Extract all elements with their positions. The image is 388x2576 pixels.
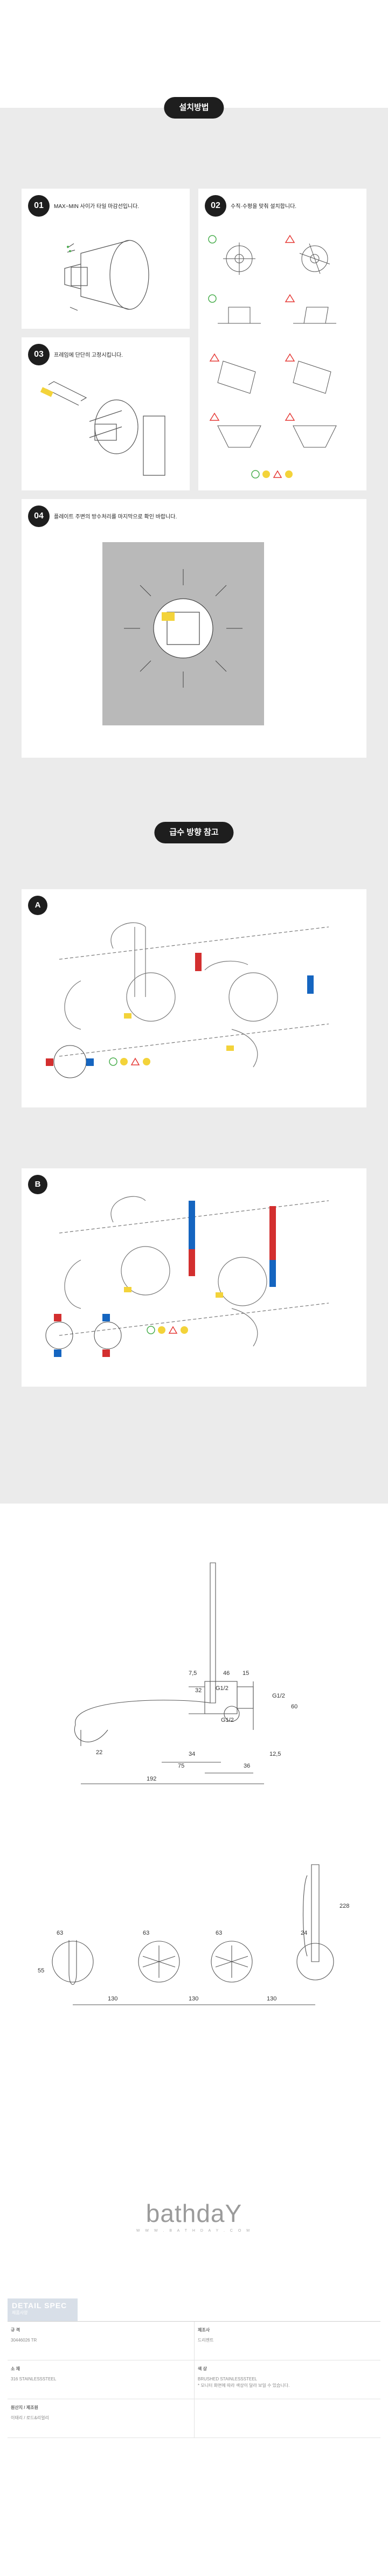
dim-label: 130 [189,1996,198,2002]
dim-label: 34 [189,1751,195,1757]
install-section: 설치방법 01 MAX~MIN 사이가 타일 마감선입니다. 02 수직·수평을… [0,97,388,781]
diagram-b-card: B [22,1168,366,1387]
valve-illustration [64,240,149,311]
water-section: 급수 방향 참고 A [0,781,388,1504]
dim-label: 63 [216,1930,222,1936]
spec-row: 규 격 30446026 TR 제조사 드리젠트 [8,2322,380,2360]
dim-label: G1/2 [216,1685,228,1692]
dim-label: 130 [267,1996,276,2002]
pipe-diagram-a [46,922,329,1078]
step-text: 프레임에 단단히 고정시킵니다. [54,352,123,358]
dim-label: 55 [38,1968,44,1974]
dim-label: 63 [57,1930,63,1936]
spec-value: BRUSHED STAINLESSSTEEL * 모니터 화면에 따라 색상이 … [198,2377,290,2388]
dim-label: 130 [108,1996,117,2002]
step-04-card: 04 플레이트 주변의 방수처리를 마지막으로 확인 바랍니다. [22,499,366,758]
spec-title: DETAIL SPEC [12,2301,67,2310]
dim-label: 46 [223,1670,230,1677]
step-text: 수직·수평을 맞춰 설치합니다. [231,204,297,210]
step-02-card: 02 수직·수평을 맞춰 설치합니다. [198,189,366,490]
side-view-drawing: 7,5 46 15 32 G1/2 G1/2 60 22 G1/2 34 12,… [74,1562,297,1784]
level-illustrations [208,234,337,479]
dim-label: 228 [340,1903,349,1909]
dim-label: G1/2 [221,1717,234,1723]
spec-value: 드리젠트 [198,2338,214,2343]
spec-table: 규 격 30446026 TR 제조사 드리젠트 소 재 316 STAINLE… [8,2321,380,2438]
step-number: 02 [205,195,226,217]
screwdriver-illustration [40,381,165,476]
dim-label: 32 [195,1687,202,1694]
dim-label: 7,5 [189,1670,197,1677]
dim-label: 24 [301,1930,307,1936]
dim-label: 192 [147,1776,156,1782]
step-text: MAX~MIN 사이가 타일 마감선입니다. [54,204,140,210]
diagram-a-card: A [22,889,366,1107]
spec-row: 소 재 316 STAINLESSSTEEL 색 상 BRUSHED STAIN… [8,2360,380,2399]
spec-value: 316 STAINLESSSTEEL [11,2377,57,2381]
dim-label: 12,5 [269,1751,281,1757]
spec-value: 이태리 / 로드&리얼리 [11,2415,49,2420]
step-number: 04 [28,505,50,527]
step-01-card: 01 MAX~MIN 사이가 타일 마감선입니다. [22,189,190,329]
dim-label: 63 [143,1930,149,1936]
spec-cell: 규 격 30446026 TR [8,2322,194,2360]
spec-cell: 색 상 BRUSHED STAINLESSSTEEL * 모니터 화면에 따라 … [194,2360,380,2399]
dim-label: G1/2 [272,1693,285,1699]
spec-cell: 제조사 드리젠트 [194,2322,380,2360]
brand-logo: bathdaY W W W . B A T H D A Y . C O M [0,2199,388,2233]
dim-label: 75 [178,1763,184,1769]
spec-cell [194,2399,380,2437]
spec-header: DETAIL SPEC 제품사양 [8,2298,78,2321]
step-number: 03 [28,344,50,365]
spec-key: 규 격 [11,2328,20,2332]
technical-drawing: 7,5 46 15 32 G1/2 G1/2 60 22 G1/2 34 12,… [0,1552,388,2199]
dim-label: 15 [242,1670,249,1677]
dim-label: 22 [96,1749,102,1756]
diagram-label: A [28,896,47,915]
front-view-drawing: 63 63 63 24 55 130 130 130 228 [38,1864,349,2005]
step-text: 플레이트 주변의 방수처리를 마지막으로 확인 바랍니다. [54,514,177,520]
install-title-pill: 설치방법 [164,97,224,119]
dim-label: 60 [291,1704,297,1710]
logo-wordmark: bathdaY [146,2199,242,2227]
spec-value: 30446026 TR [11,2338,37,2343]
spec-cell: 소 재 316 STAINLESSSTEEL [8,2360,194,2399]
waterproof-illustration [102,542,264,725]
dim-label: 36 [244,1763,250,1769]
logo-url: W W W . B A T H D A Y . C O M [136,2229,252,2233]
spec-subtitle: 제품사양 [12,2310,28,2315]
step-number: 01 [28,195,50,217]
step-03-card: 03 프레임에 단단히 고정시킵니다. [22,337,190,490]
spec-key: 색 상 [198,2366,207,2371]
spec-key: 소 재 [11,2366,20,2371]
water-title-pill: 급수 방향 참고 [154,822,234,843]
spec-cell: 원산지 / 제조원 이태리 / 로드&리얼리 [8,2399,194,2437]
spec-key: 제조사 [198,2328,210,2332]
spec-row: 원산지 / 제조원 이태리 / 로드&리얼리 [8,2399,380,2438]
pipe-diagram-b [45,1196,329,1357]
spec-key: 원산지 / 제조원 [11,2405,38,2410]
diagram-label: B [28,1175,47,1194]
